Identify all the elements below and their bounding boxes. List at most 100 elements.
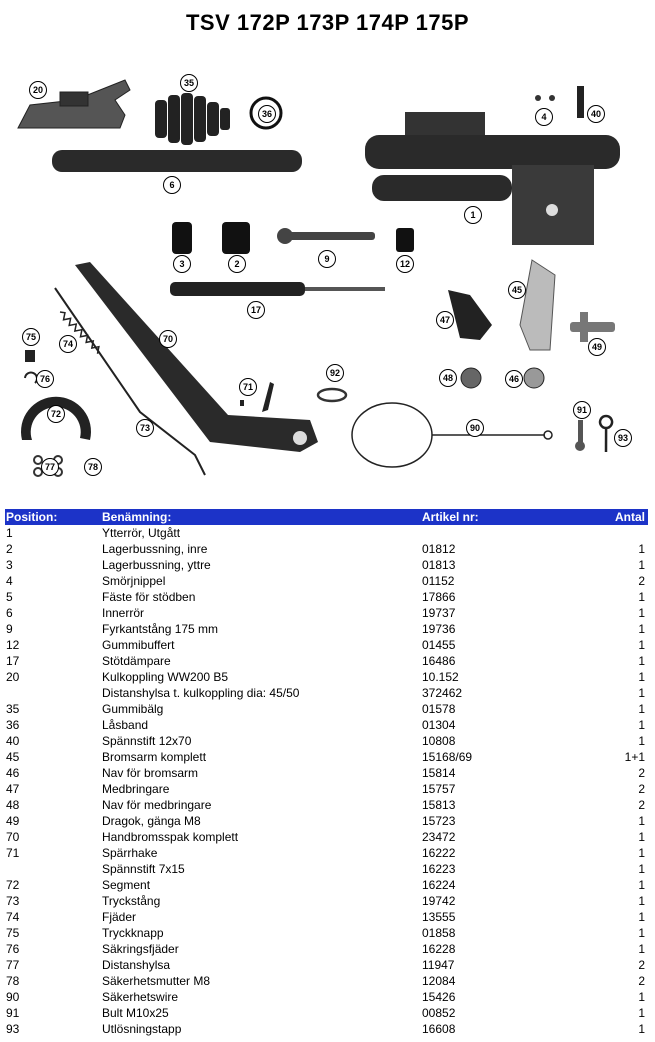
row-name: Gummibälg <box>102 702 164 716</box>
row-name: Spännstift 7x15 <box>102 862 185 876</box>
part-bushing-inner <box>222 222 250 254</box>
row-name: Fjäder <box>102 910 137 924</box>
row-article: 00852 <box>422 1006 456 1020</box>
row-name: Spärrhake <box>102 846 158 860</box>
callout-4: 4 <box>535 108 553 126</box>
row-name: Segment <box>102 878 151 892</box>
part-inner-tube <box>52 150 302 172</box>
header-quantity: Antal <box>615 510 645 524</box>
row-position: 45 <box>6 750 20 764</box>
row-quantity: 1 <box>638 846 645 860</box>
row-name: Distanshylsa t. kulkoppling dia: 45/50 <box>102 686 300 700</box>
callout-74: 74 <box>59 335 77 353</box>
part-release-pin <box>598 414 614 453</box>
row-name: Säkerhetsmutter M8 <box>102 974 211 988</box>
row-position: 75 <box>6 926 20 940</box>
row-quantity: 1 <box>638 622 645 636</box>
row-article: 17866 <box>422 590 456 604</box>
row-name: Tryckknapp <box>102 926 164 940</box>
row-name: Lagerbussning, yttre <box>102 558 211 572</box>
row-name: Bult M10x25 <box>102 1006 169 1020</box>
row-article: 15723 <box>422 814 456 828</box>
part-segment <box>20 396 92 440</box>
row-article: 11947 <box>422 958 455 972</box>
row-position: 36 <box>6 718 20 732</box>
row-article: 15757 <box>422 782 456 796</box>
parts-table: Position: Benämning: Artikel nr: Antal 1… <box>5 509 648 1037</box>
part-ball-coupling <box>17 79 131 129</box>
row-article: 01455 <box>422 638 456 652</box>
callout-49: 49 <box>588 338 606 356</box>
callout-47: 47 <box>436 311 454 329</box>
part-handbrake-lever <box>75 262 318 452</box>
row-quantity: 1 <box>638 718 645 732</box>
row-quantity: 1 <box>638 830 645 844</box>
row-article: 01578 <box>422 702 456 716</box>
part-driver <box>448 290 492 340</box>
row-article: 16608 <box>422 1022 456 1036</box>
row-name: Spännstift 12x70 <box>102 734 192 748</box>
row-name: Säkringsfjäder <box>102 942 179 956</box>
row-quantity: 1 <box>638 878 645 892</box>
callout-48: 48 <box>439 369 457 387</box>
callout-76: 76 <box>36 370 54 388</box>
callout-73: 73 <box>136 419 154 437</box>
callout-1: 1 <box>464 206 482 224</box>
part-grease-nipples <box>535 95 555 101</box>
callout-9: 9 <box>318 250 336 268</box>
row-name: Gummibuffert <box>102 638 175 652</box>
row-quantity: 2 <box>638 958 645 972</box>
row-quantity: 1 <box>638 670 645 684</box>
parts-table-header: Position: Benämning: Artikel nr: Antal <box>5 509 648 525</box>
row-article: 01152 <box>422 574 455 588</box>
row-quantity: 1 <box>638 558 645 572</box>
row-position: 74 <box>6 910 20 924</box>
row-name: Utlösningstapp <box>102 1022 182 1036</box>
callout-72: 72 <box>47 405 65 423</box>
callout-35: 35 <box>180 74 198 92</box>
row-name: Innerrör <box>102 606 145 620</box>
row-article: 01813 <box>422 558 456 572</box>
part-safety-wire <box>351 402 553 468</box>
row-quantity: 1 <box>638 910 645 924</box>
row-name: Stötdämpare <box>102 654 171 668</box>
parts-drawing <box>17 79 620 477</box>
row-name: Låsband <box>102 718 149 732</box>
row-article: 01858 <box>422 926 456 940</box>
callout-75: 75 <box>22 328 40 346</box>
row-name: Bromsarm komplett <box>102 750 207 764</box>
callout-2: 2 <box>228 255 246 273</box>
part-hub-brake-arm <box>523 367 545 389</box>
callout-46: 46 <box>505 370 523 388</box>
part-push-button <box>25 350 35 362</box>
row-position: 48 <box>6 798 20 812</box>
row-position: 5 <box>6 590 13 604</box>
row-quantity: 1 <box>638 894 645 908</box>
row-position: 90 <box>6 990 20 1004</box>
part-pawl <box>240 382 274 412</box>
callout-12: 12 <box>396 255 414 273</box>
row-article: 15168/69 <box>422 750 473 764</box>
row-position: 20 <box>6 670 20 684</box>
row-quantity: 1 <box>638 702 645 716</box>
part-spring-pin <box>577 86 584 118</box>
callout-71: 71 <box>239 378 257 396</box>
row-quantity: 1 <box>638 654 645 668</box>
row-name: Smörjnippel <box>102 574 166 588</box>
